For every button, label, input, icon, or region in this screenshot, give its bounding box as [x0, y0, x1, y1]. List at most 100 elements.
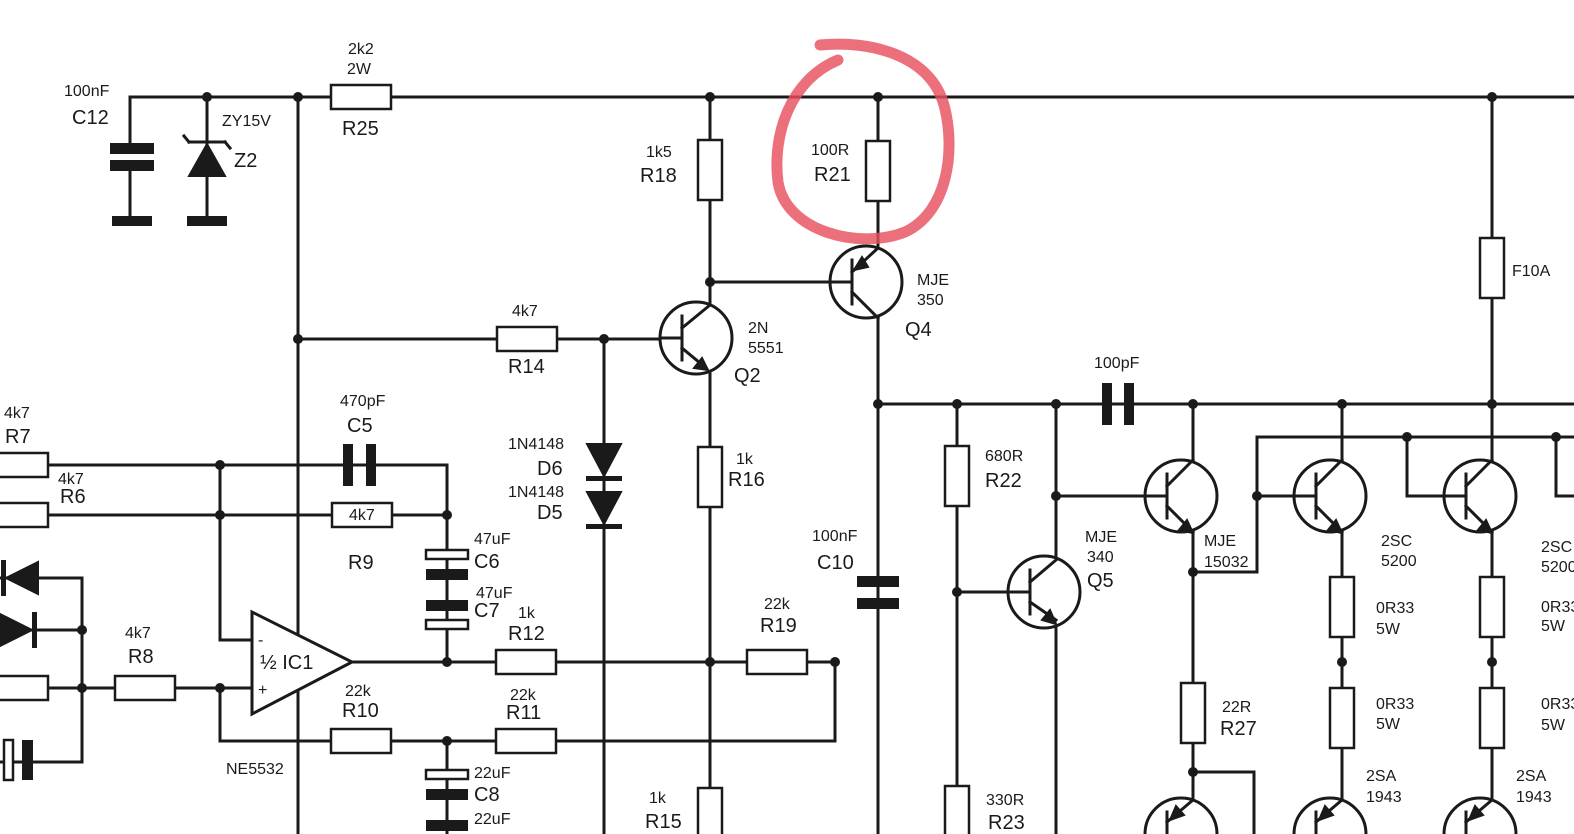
label-2sc5200-a1: 2SC: [1381, 533, 1412, 550]
resistor-r21: [864, 139, 892, 203]
label-2sa1943-a1: 2SA: [1366, 768, 1397, 785]
label-2sa1943-b1: 2SA: [1516, 768, 1547, 785]
label-ic1-minus: -: [258, 632, 263, 649]
fuse-f10a: [1478, 236, 1506, 300]
resistor-left: [0, 674, 50, 702]
label-d6-ref: D6: [537, 458, 563, 480]
transistor-mje15032: [1143, 457, 1219, 535]
capacitor-c5: [343, 444, 376, 486]
label-0r33-d2: 5W: [1541, 717, 1566, 734]
label-r21-value: 100R: [811, 142, 849, 159]
highlight-circle-r21: [771, 38, 955, 245]
label-r21-ref: R21: [814, 164, 851, 186]
resistor-r23: [943, 784, 971, 834]
labels: 100nF C12 ZY15V Z2 2k2 2W R25 1k5 R18 10…: [4, 41, 1574, 834]
capacitor-left-edge: [2, 738, 33, 782]
label-q4-type1: MJE: [917, 272, 949, 289]
capacitor-c6: [424, 548, 470, 580]
label-2sc5200-a2: 5200: [1381, 553, 1417, 570]
transistor-q4: [828, 244, 904, 321]
label-r25-ref: R25: [342, 118, 379, 140]
label-ic1-plus: +: [258, 682, 267, 699]
label-c12-ref: C12: [72, 107, 109, 129]
label-r18-ref: R18: [640, 165, 677, 187]
transistors: [658, 244, 1518, 834]
label-r14-ref: R14: [508, 356, 545, 378]
label-r9-value: 4k7: [349, 507, 375, 524]
label-c10-ref: C10: [817, 552, 854, 574]
resistor-r16: [696, 445, 724, 509]
label-r8-ref: R8: [128, 646, 154, 668]
opamp-ic1: [250, 609, 356, 717]
junction-dots: [77, 92, 1561, 777]
zener-z2: [181, 133, 233, 226]
label-r25-value: 2k2: [348, 41, 374, 58]
label-2sa1943-b2: 1943: [1516, 789, 1552, 806]
label-c7-value: 47uF: [476, 585, 513, 602]
diode-d5: [585, 491, 623, 529]
label-c8-ref: C8: [474, 784, 500, 806]
label-mje15032-1: MJE: [1204, 533, 1236, 550]
label-0r33-d1: 0R33: [1541, 696, 1574, 713]
label-q4-type2: 350: [917, 292, 944, 309]
label-ic1-ref: ½ IC1: [260, 652, 313, 674]
label-c5-ref: C5: [347, 415, 373, 437]
label-r7-ref: R7: [5, 426, 31, 448]
label-2sa1943-a2: 1943: [1366, 789, 1402, 806]
label-r6-value: 4k7: [58, 471, 84, 488]
label-c7-ref: C7: [474, 600, 500, 622]
label-r8-value: 4k7: [125, 625, 151, 642]
label-r23-ref: R23: [988, 812, 1025, 834]
transistor-2sc5200-a: [1292, 457, 1368, 535]
capacitor-c9: [426, 820, 468, 831]
label-0r33-b2: 5W: [1541, 618, 1566, 635]
transistor-2sa1943-a: [1292, 796, 1368, 834]
label-r19-ref: R19: [760, 615, 797, 637]
resistor-r19: [745, 648, 809, 676]
label-r22-value: 680R: [985, 448, 1023, 465]
label-q4-ref: Q4: [905, 319, 932, 341]
label-r18-value: 1k5: [646, 144, 672, 161]
transistor-q5: [1006, 554, 1082, 630]
label-f10a: F10A: [1512, 263, 1551, 280]
resistors: [0, 83, 1506, 834]
label-r14-value: 4k7: [512, 303, 538, 320]
resistor-r10: [329, 727, 393, 755]
capacitor-c12: [110, 143, 154, 226]
label-r15-ref: R15: [645, 811, 682, 833]
transistor-2sc5200-b: [1442, 457, 1518, 535]
wires: [0, 95, 1574, 834]
label-r25-power: 2W: [347, 61, 372, 78]
resistor-r18: [696, 138, 724, 202]
label-r27-ref: R27: [1220, 718, 1257, 740]
resistor-r9: [330, 501, 394, 529]
transistor-bottom-a: [1143, 796, 1219, 834]
resistor-r27: [1179, 681, 1207, 745]
label-c10-value: 100nF: [812, 528, 858, 545]
label-r10-ref: R10: [342, 700, 379, 722]
label-z2-ref: Z2: [234, 150, 257, 172]
label-c6-value: 47uF: [474, 531, 511, 548]
capacitor-100pf: [1102, 383, 1134, 425]
label-0r33-c2: 5W: [1376, 716, 1401, 733]
label-r11-value: 22k: [510, 687, 537, 704]
label-2sc5200-b2: 5200: [1541, 559, 1574, 576]
label-r7-value: 4k7: [4, 405, 30, 422]
label-q5-ref: Q5: [1087, 570, 1114, 592]
capacitor-c7: [424, 600, 470, 631]
resistor-r0r33-d: [1478, 686, 1506, 750]
label-r9-ref: R9: [348, 552, 374, 574]
label-q2-type2: 5551: [748, 340, 784, 357]
resistor-r0r33-a: [1328, 575, 1356, 639]
resistor-r7: [0, 451, 50, 479]
capacitors: [2, 143, 1134, 831]
label-r27-value: 22R: [1222, 699, 1251, 716]
label-r6-ref: R6: [60, 486, 86, 508]
label-100pf: 100pF: [1094, 355, 1140, 372]
label-c8-value: 22uF: [474, 765, 511, 782]
label-0r33-a2: 5W: [1376, 621, 1401, 638]
resistor-r8: [113, 674, 177, 702]
label-q5-type2: 340: [1087, 549, 1114, 566]
diode-d6: [585, 443, 623, 481]
